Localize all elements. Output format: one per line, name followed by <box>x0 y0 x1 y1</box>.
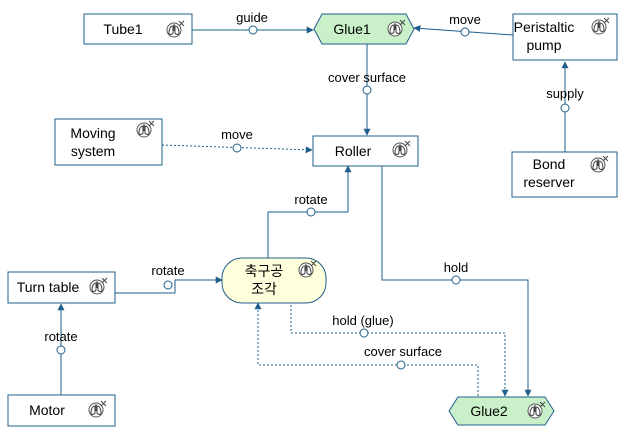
edge-labels: guide move cover surface supply move rot… <box>44 10 584 359</box>
edge-handle[interactable] <box>560 103 570 113</box>
node-glue2[interactable]: Glue2 <box>448 396 555 426</box>
edge-label-hold-glue: hold (glue) <box>332 313 393 328</box>
edge-label-move-pump: move <box>449 12 481 27</box>
edge-label-supply: supply <box>546 86 584 101</box>
node-label: 축구공 <box>245 263 284 279</box>
node-axis-part[interactable]: 축구공 조각 <box>221 257 327 304</box>
node-label: Tube1 <box>103 21 142 37</box>
node-label: system <box>71 143 115 159</box>
edge-handle[interactable] <box>359 328 369 338</box>
edge-handle[interactable] <box>396 360 406 370</box>
edge-move-moving[interactable] <box>161 144 313 154</box>
edge-handle[interactable] <box>232 143 242 153</box>
node-moving-system[interactable]: Moving system <box>54 118 163 166</box>
node-motor[interactable]: Motor <box>7 394 116 427</box>
node-label: Moving <box>70 125 115 141</box>
node-turn-table[interactable]: Turn table <box>7 271 116 304</box>
edge-hold-glue[interactable] <box>290 301 509 397</box>
edge-label-hold: hold <box>444 260 469 275</box>
node-glue1[interactable]: Glue1 <box>313 13 415 45</box>
edge-handle[interactable] <box>306 207 316 217</box>
edge-label-rotate-turntable: rotate <box>151 263 184 278</box>
node-label: Motor <box>29 402 65 418</box>
edge-handle[interactable] <box>163 280 173 290</box>
node-label: 조각 <box>251 281 277 297</box>
node-label: Glue2 <box>470 403 508 419</box>
edge-label-rotate-motor: rotate <box>44 329 77 344</box>
edge-cover-surface-2[interactable] <box>254 302 479 396</box>
node-label: pump <box>526 37 561 53</box>
node-tube1[interactable]: Tube1 <box>83 13 193 45</box>
node-label: reserver <box>523 174 575 190</box>
node-peristaltic-pump[interactable]: Peristaltic pump <box>512 13 618 61</box>
node-label: Roller <box>335 143 372 159</box>
edge-rotate-turntable[interactable] <box>115 276 223 294</box>
edge-label-move-moving: move <box>221 127 253 142</box>
edge-handles <box>56 25 570 370</box>
node-roller[interactable]: Roller <box>312 135 419 167</box>
edge-label-cover-surface-1: cover surface <box>328 70 406 85</box>
edge-label-rotate-roller: rotate <box>294 192 327 207</box>
edge-label-guide: guide <box>236 10 268 25</box>
edge-handle[interactable] <box>460 27 470 37</box>
node-bond-reserver[interactable]: Bond reserver <box>511 151 618 198</box>
node-label: Glue1 <box>333 21 371 37</box>
node-label: Peristaltic <box>514 19 575 35</box>
edge-handle[interactable] <box>362 85 372 95</box>
node-label: Turn table <box>17 279 80 295</box>
edge-label-cover-surface-2: cover surface <box>364 344 442 359</box>
edge-handle[interactable] <box>56 345 66 355</box>
edge-handle[interactable] <box>451 275 461 285</box>
edge-handle[interactable] <box>248 25 258 35</box>
node-label: Bond <box>533 156 566 172</box>
